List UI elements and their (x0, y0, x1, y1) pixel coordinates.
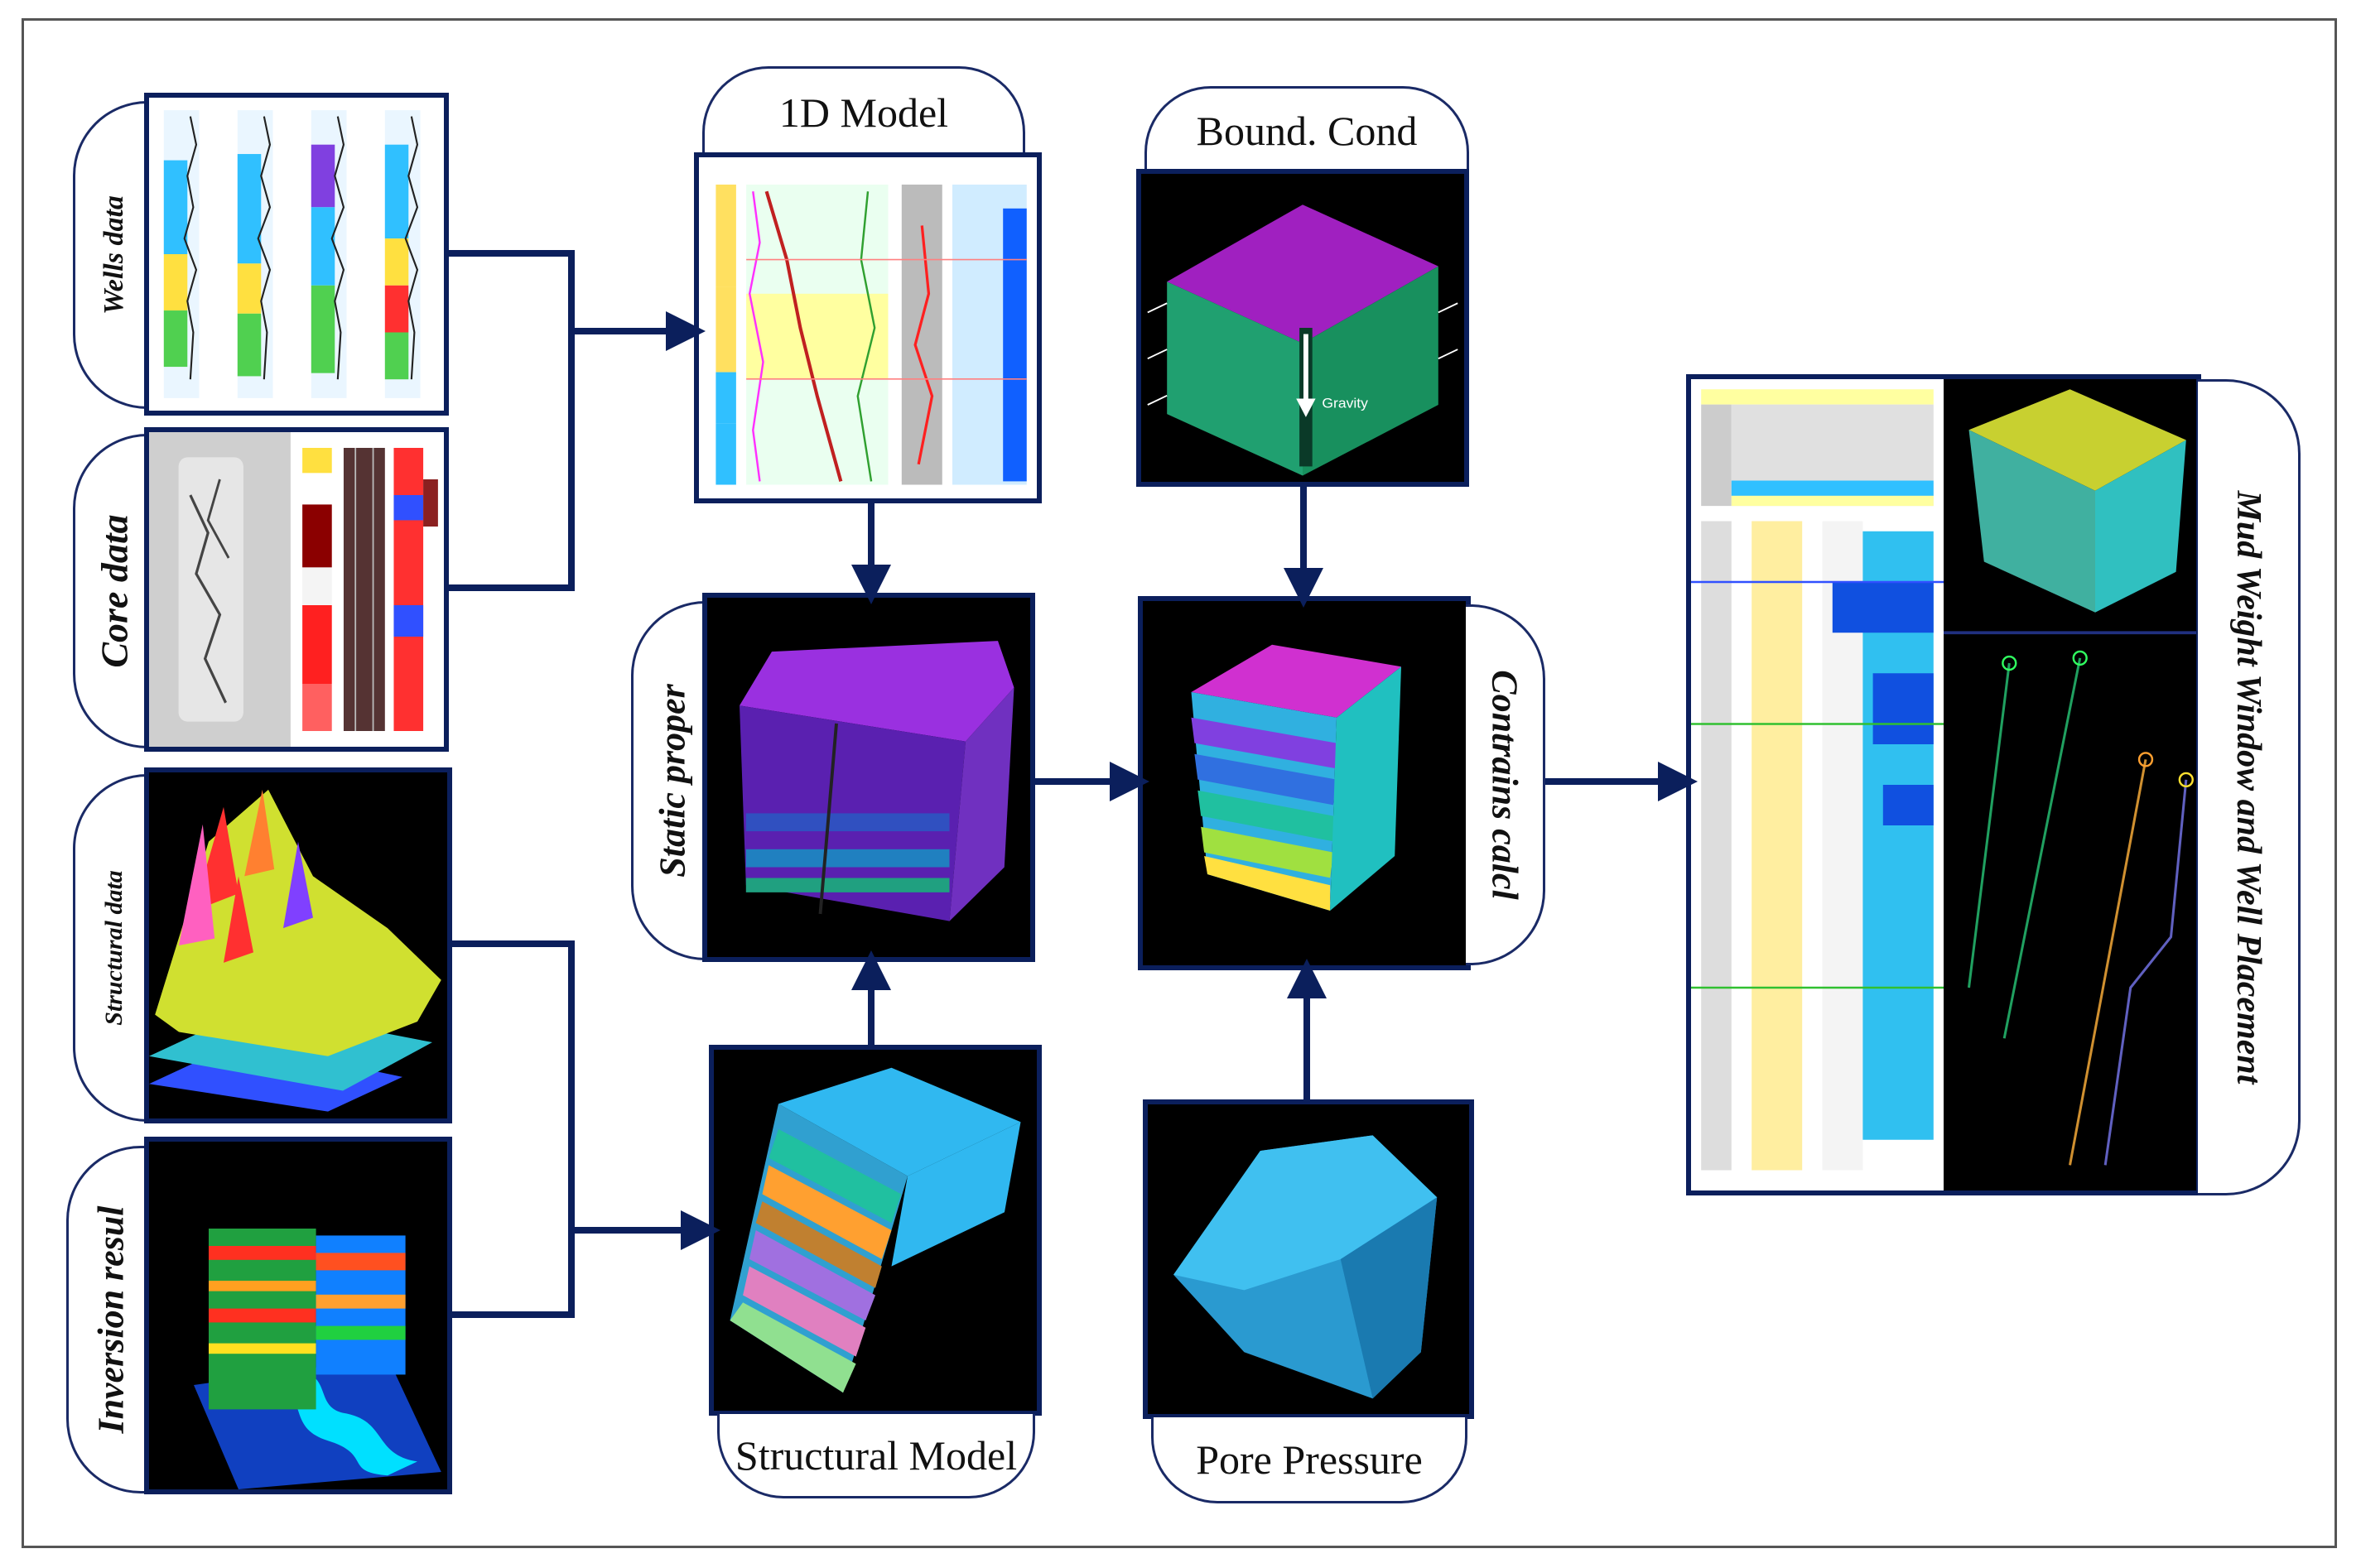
bound-cond-label: Bound. Cond (1196, 107, 1418, 154)
bound-box-side (1303, 266, 1438, 476)
mud-weight-tab: Mud Weight Window and Well Placement (2198, 379, 2301, 1195)
inversion-result-panel (144, 1137, 452, 1494)
mud-weight-panel (1686, 374, 2201, 1195)
gravity-text: Gravity (1322, 395, 1368, 411)
contrains-calcl-label: Contrains calcl (1484, 670, 1525, 900)
diagram-frame (22, 18, 2337, 1548)
well-trajectory-4 (2103, 779, 2188, 1166)
inversion-result-tab: Inversion resul (66, 1146, 152, 1493)
static-property-model-image (740, 641, 1014, 921)
well-trajectory-2 (2002, 657, 2082, 1039)
structural-model-image (730, 1067, 1021, 1393)
well-trajectory-1 (1967, 662, 2011, 988)
well-log-track-1 (163, 110, 200, 398)
well-log-track-2 (237, 110, 273, 398)
pore-pressure-top (1173, 1135, 1438, 1291)
well-log-track-3 (311, 110, 347, 398)
structural-data-label: Structural data (99, 870, 128, 1026)
core-log-strip-3 (393, 448, 438, 731)
structural-model-tab: Structural Model (717, 1414, 1035, 1498)
core-data-panel (144, 427, 449, 752)
seismic-inversion-image (194, 1229, 441, 1489)
mud-weight-window-image (1691, 379, 2196, 1190)
well-trajectory-3 (2069, 759, 2147, 1166)
pore-pressure-tab: Pore Pressure (1151, 1417, 1467, 1503)
pore-pressure-label: Pore Pressure (1196, 1436, 1423, 1483)
well-log-track-4 (384, 110, 421, 398)
structural-data-tab: Structural data (73, 774, 152, 1122)
bound-cond-panel: Gravity (1136, 169, 1469, 487)
structural-model-label: Structural Model (735, 1431, 1018, 1479)
constraint-model-side (1330, 666, 1401, 911)
bound-box-front (1167, 281, 1303, 476)
static-model-top (740, 641, 1014, 742)
core-log-strip-1 (302, 448, 332, 731)
constraint-model-top (1191, 644, 1401, 718)
well-logs-image (163, 110, 421, 398)
structural-model-side (891, 1122, 1021, 1267)
contrains-calcl-tab: Contrains calcl (1466, 604, 1545, 965)
model-1d-tab: 1D Model (702, 66, 1025, 156)
core-cylinder (178, 457, 243, 722)
core-sample-image (149, 432, 438, 747)
static-model-side (949, 687, 1014, 921)
model-1d-panel (694, 152, 1042, 503)
mud-weight-block-top (1968, 389, 2186, 491)
static-proper-label: Static proper (652, 684, 692, 878)
boundary-condition-image: Gravity (1147, 204, 1458, 476)
wells-data-label: Wells data (98, 195, 129, 315)
inversion-result-label: Inversion resul (90, 1205, 131, 1434)
wells-data-tab: Wells data (73, 101, 152, 409)
core-data-label: Core data (93, 514, 135, 668)
structural-model-panel (709, 1045, 1042, 1416)
structural-data-panel (144, 767, 452, 1123)
core-data-tab: Core data (73, 434, 152, 748)
structural-model-top (778, 1067, 1021, 1176)
constraint-calculation-image (1191, 644, 1401, 911)
pore-pressure-image (1173, 1135, 1438, 1399)
bound-box-top (1167, 204, 1438, 344)
mud-weight-label: Mud Weight Window and Well Placement (2228, 490, 2267, 1085)
wells-data-panel (144, 93, 449, 416)
model-1d-label: 1D Model (778, 89, 949, 136)
mud-weight-block-side (2095, 440, 2186, 613)
model-1d-logs-image (716, 184, 1027, 485)
pore-pressure-panel (1143, 1099, 1474, 1419)
core-log-strip-2 (343, 448, 385, 731)
contrains-calcl-panel (1138, 596, 1471, 970)
structural-surfaces-image (149, 789, 441, 1112)
static-proper-panel (702, 593, 1035, 962)
static-proper-tab: Static proper (631, 601, 711, 960)
mud-weight-block-front (1968, 430, 2095, 613)
bound-cond-tab: Bound. Cond (1144, 86, 1469, 172)
